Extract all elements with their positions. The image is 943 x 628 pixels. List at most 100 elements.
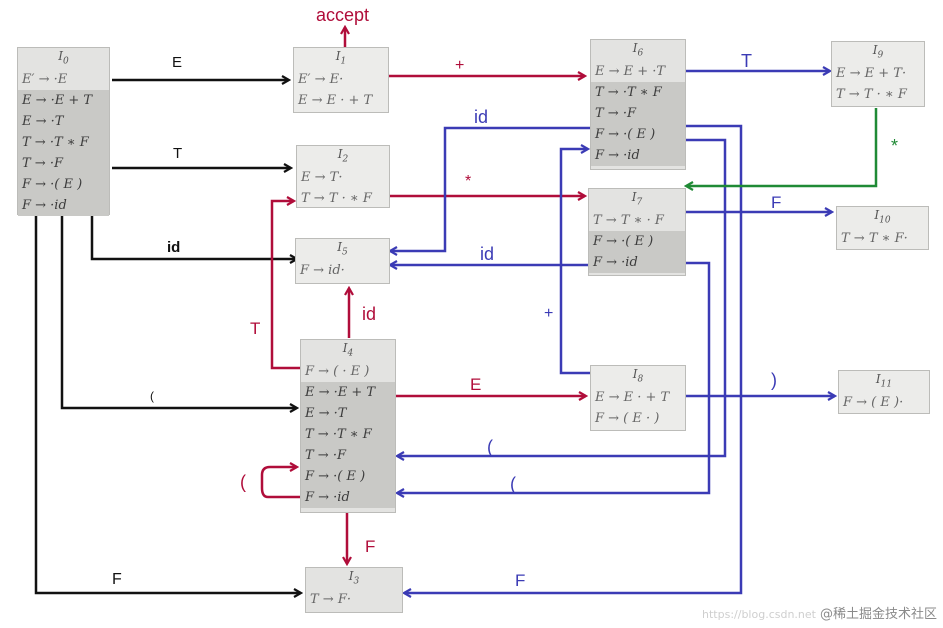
state-item: E → ·T [22, 114, 64, 130]
state-item: T → T ∗ F· [841, 231, 908, 247]
edge-label-i6-i9: T [741, 51, 752, 71]
state-title: I9 [872, 43, 884, 61]
state-title: I4 [342, 341, 354, 359]
edge-i9-i7-star [686, 108, 878, 186]
state-item: T → ·T ∗ F [595, 85, 662, 101]
state-item: F → ·( E ) [593, 234, 654, 250]
watermark-text: @稀土掘金技术社区 [819, 607, 937, 622]
edge-label-i4-i4: ( [240, 472, 246, 492]
state-i9: I9 E → E + T· T → T · ∗ F [831, 41, 925, 107]
accept-label: accept [316, 5, 370, 25]
state-title: I2 [337, 147, 349, 165]
state-item: T → ·F [305, 448, 346, 464]
state-item: F → ( E · ) [595, 411, 660, 427]
state-i0: I0 E′ → ·E E → ·E + T E → ·T T → ·T ∗ F … [17, 47, 110, 217]
state-title: I8 [632, 367, 644, 385]
state-item: F → ·id [305, 490, 350, 506]
state-closure: T → ·T ∗ F T → ·F F → ·( E ) F → ·id [591, 82, 685, 167]
edge-label-i0-i4: ( [150, 389, 154, 403]
edge-label-i8-i6: + [544, 305, 554, 322]
edge-label-i0-i1: E [172, 54, 183, 71]
state-title: I10 [874, 208, 891, 226]
state-i5: I5 F → id· [295, 238, 390, 284]
state-item: F → ·( E ) [305, 469, 366, 485]
state-item: E → T· [301, 170, 343, 186]
state-item: F → ·id [22, 198, 67, 214]
edge-label-i9-i7: * [891, 136, 899, 156]
state-title: I11 [875, 372, 893, 390]
state-item: E′ → ·E [22, 72, 68, 88]
state-title: I3 [348, 569, 360, 587]
state-i11: I11 F → ( E )· [838, 370, 930, 414]
state-i7: I7 T → T ∗ · F F → ·( E ) F → ·id [588, 188, 686, 276]
edge-label-i7-i5: id [480, 244, 495, 264]
edge-label-i0-i3: F [112, 571, 122, 588]
state-title: I6 [632, 41, 644, 59]
edge-i8-i6-plus [559, 149, 590, 375]
edge-label-i6-i3: F [515, 571, 526, 590]
edge-i0-i4-lparen [60, 215, 297, 408]
state-item: E → E · + T [298, 93, 373, 109]
state-item: F → ( E )· [843, 395, 904, 411]
state-item: T → F· [310, 592, 351, 608]
state-i6: I6 E → E + ·T T → ·T ∗ F T → ·F F → ·( E… [590, 39, 686, 170]
watermark-url: https://blog.csdn.net [702, 608, 816, 621]
state-i3: I3 T → F· [305, 567, 403, 613]
state-title: I5 [337, 240, 348, 258]
state-item: T → ·T ∗ F [22, 135, 89, 151]
state-title: I7 [631, 190, 643, 208]
state-item: E → E + ·T [595, 64, 666, 80]
state-item: T → T · ∗ F [301, 191, 372, 207]
edge-i4-i4-lparen [260, 467, 300, 499]
edge-i0-i3-f [34, 215, 301, 593]
state-item: F → ·id [593, 255, 638, 271]
state-item: F → ( · E ) [305, 364, 370, 380]
state-item: E → ·E + T [22, 93, 93, 109]
edge-label-i0-i2: T [173, 145, 183, 162]
edge-label-i4-i5: id [362, 304, 377, 324]
state-i10: I10 T → T ∗ F· [836, 206, 929, 250]
state-item: F → ·id [595, 148, 640, 164]
edge-i4-i2-t [270, 201, 302, 370]
edge-i6-i4-lparen [397, 138, 727, 456]
edge-label-i8-i11: ) [771, 370, 777, 390]
edge-label-i4-i8: E [470, 375, 482, 394]
edge-label-i7-i10: F [771, 193, 782, 212]
edge-label-i4-i3: F [365, 537, 376, 556]
state-item: T → T · ∗ F [836, 87, 907, 103]
state-closure: E → ·E + T E → ·T T → ·T ∗ F T → ·F F → … [301, 382, 395, 509]
state-item: T → ·F [22, 156, 63, 172]
state-i1: I1 E′ → E· E → E · + T [293, 47, 389, 113]
state-closure: E → ·E + T E → ·T T → ·T ∗ F T → ·F F → … [18, 90, 109, 217]
edge-label-i7-i4: ( [510, 474, 516, 494]
state-item: T → T ∗ · F [593, 213, 664, 229]
state-item: E → ·E + T [305, 385, 376, 401]
state-i8: I8 E → E · + T F → ( E · ) [590, 365, 686, 431]
edge-i0-i5-id [90, 215, 297, 259]
state-item: E → E + T· [836, 66, 907, 82]
edge-i6-i5-id [390, 126, 590, 251]
state-closure: F → ·( E ) F → ·id [589, 231, 685, 274]
edge-label-i4-i2: T [250, 319, 261, 338]
state-item: F → ·( E ) [595, 127, 656, 143]
state-i4: I4 F → ( · E ) E → ·E + T E → ·T T → ·T … [300, 339, 396, 513]
state-item: F → id· [300, 263, 345, 279]
edge-label-i6-i4: ( [487, 437, 493, 457]
state-item: E → ·T [305, 406, 347, 422]
edge-label-i6-i5: id [474, 107, 489, 127]
state-item: T → ·F [595, 106, 636, 122]
edge-label-i2-i7: * [465, 173, 472, 190]
state-i2: I2 E → T· T → T · ∗ F [296, 145, 390, 208]
watermark: https://blog.csdn.net@稀土掘金技术社区 [702, 603, 937, 622]
edge-label-i0-i5: id [167, 239, 181, 256]
state-title: I1 [335, 49, 347, 67]
state-item: T → ·T ∗ F [305, 427, 372, 443]
state-title: I0 [58, 49, 69, 67]
state-item: E → E · + T [595, 390, 670, 406]
state-item: F → ·( E ) [22, 177, 83, 193]
state-item: E′ → E· [298, 72, 344, 88]
edge-i6-i3-f [404, 124, 743, 593]
edge-label-i1-i6: + [455, 57, 465, 74]
edge-i7-i4-lparen [397, 261, 711, 493]
